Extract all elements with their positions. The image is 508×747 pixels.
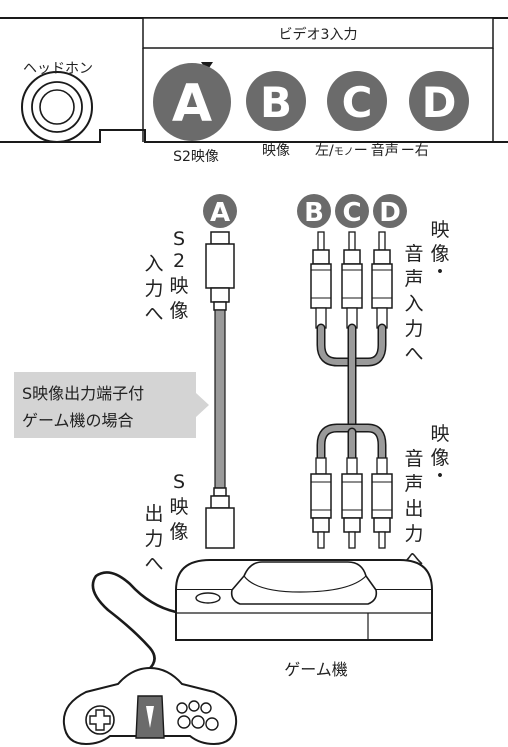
s2-input-label: S 2 映 像 入 力 へ: [144, 228, 188, 325]
input-group-label: ビデオ3入力: [279, 26, 358, 43]
s-cable-top-letter: A: [210, 198, 230, 228]
rca-plug-bottom-c: [341, 457, 363, 549]
av-top-letter-d: D: [379, 198, 401, 228]
s-plug-top: [205, 243, 235, 289]
action-button[interactable]: [188, 700, 200, 712]
svg-text:へ: へ: [404, 343, 423, 365]
svg-text:へ: へ: [144, 303, 163, 325]
svg-text:S: S: [173, 228, 185, 250]
jack-d-letter: D: [422, 78, 457, 127]
tv-panel: ビデオ3入力 ヘッドホン A B C D S2映像 映像 左/モ: [0, 17, 508, 165]
rca-plug-top-c: [341, 231, 363, 329]
svg-text:声: 声: [404, 268, 423, 290]
action-button[interactable]: [191, 715, 205, 729]
headphone-jack[interactable]: [21, 71, 93, 143]
action-button[interactable]: [177, 715, 191, 729]
jack-b-letter: B: [260, 78, 292, 127]
svg-text:力: 力: [144, 278, 163, 300]
svg-text:音: 音: [404, 243, 423, 265]
svg-text:音: 音: [404, 448, 423, 470]
callout-line-2: ゲーム機の場合: [22, 411, 134, 430]
rca-plug-bottom-b: [310, 457, 332, 549]
av-input-label: 映 像 ・ 音 声 入 力 へ: [404, 219, 449, 365]
svg-text:・: ・: [430, 465, 449, 487]
jack-a[interactable]: A: [153, 63, 231, 141]
input-group-header: [142, 17, 494, 49]
s-cable-cord: [214, 309, 226, 489]
jack-b[interactable]: B: [246, 71, 306, 131]
av-top-letter-c: C: [342, 198, 361, 228]
svg-text:入: 入: [144, 253, 163, 275]
svg-text:入: 入: [404, 293, 423, 315]
svg-text:S: S: [173, 471, 185, 493]
jack-c-label: 左/モノー音声ー右: [315, 142, 429, 159]
jack-c[interactable]: C: [327, 71, 387, 131]
rca-plug-top-b: [310, 231, 332, 329]
action-button[interactable]: [205, 717, 219, 731]
svg-text:力: 力: [404, 523, 423, 545]
s-plug-bottom: [205, 507, 235, 549]
jack-c-letter: C: [342, 78, 373, 127]
svg-text:声: 声: [404, 473, 423, 495]
s-video-callout: S映像出力端子付 ゲーム機の場合: [14, 372, 209, 438]
svg-text:・: ・: [430, 261, 449, 283]
svg-text:出: 出: [144, 503, 163, 525]
rca-plug-bottom-d: [371, 457, 393, 549]
svg-text:へ: へ: [144, 553, 163, 575]
jack-d[interactable]: D: [409, 71, 469, 131]
headphone-label: ヘッドホン: [23, 61, 93, 77]
power-button[interactable]: [195, 592, 221, 604]
s-output-label: S 映 像 出 力 へ: [144, 471, 188, 575]
av-output-label: 映 像 ・ 音 声 出 力 へ: [404, 423, 449, 570]
svg-text:映: 映: [430, 219, 449, 241]
controller-cord: [91, 571, 177, 671]
jack-b-label: 映像: [262, 143, 290, 159]
rca-plug-top-d: [371, 231, 393, 329]
console-lid: [230, 561, 378, 605]
svg-text:力: 力: [144, 528, 163, 550]
action-button[interactable]: [176, 702, 188, 714]
av-top-letter-b: B: [304, 198, 324, 228]
s-video-cable: A: [203, 194, 237, 549]
jack-a-letter: A: [172, 74, 212, 134]
svg-text:像: 像: [430, 447, 449, 469]
jack-a-label: S2映像: [173, 149, 219, 165]
av-cable: B C D: [297, 194, 407, 549]
console-label: ゲーム機: [284, 660, 348, 679]
callout-line-1: S映像出力端子付: [22, 384, 144, 403]
svg-text:2: 2: [173, 250, 185, 272]
svg-text:映: 映: [430, 423, 449, 445]
svg-text:力: 力: [404, 318, 423, 340]
svg-text:像: 像: [169, 521, 188, 543]
s-cable-top-badge: [203, 194, 237, 228]
svg-text:映: 映: [169, 496, 188, 518]
svg-text:像: 像: [169, 300, 188, 322]
game-console: [174, 559, 434, 641]
controller: [62, 666, 238, 746]
svg-text:出: 出: [404, 498, 423, 520]
action-button[interactable]: [200, 702, 212, 714]
svg-text:映: 映: [169, 275, 188, 297]
svg-text:像: 像: [430, 243, 449, 265]
